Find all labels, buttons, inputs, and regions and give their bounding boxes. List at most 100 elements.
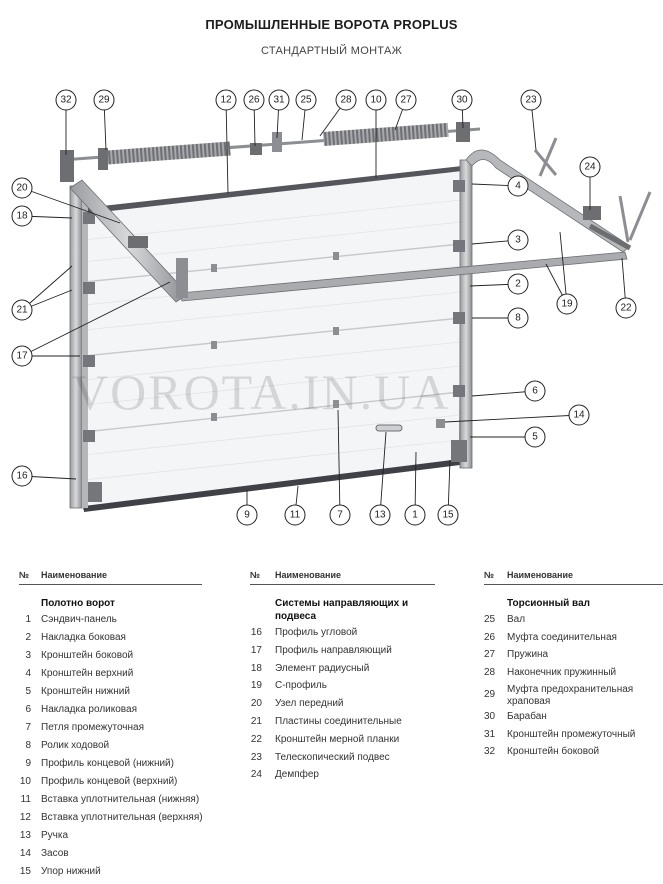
page-subtitle: СТАНДАРТНЫЙ МОНТАЖ <box>260 45 403 57</box>
callout-1: 1 <box>404 504 426 526</box>
callout-16: 16 <box>11 465 33 487</box>
item-name: Узел передний <box>275 698 344 710</box>
callout-circle <box>335 89 357 111</box>
callout-circle <box>451 89 473 111</box>
callout-leader <box>337 409 341 516</box>
item-name: Петля промежуточная <box>41 722 144 733</box>
item-number: 2 <box>25 632 31 643</box>
callout-30: 30 <box>451 89 473 111</box>
callout-number: 29 <box>98 95 110 106</box>
callout-circle <box>295 89 317 111</box>
item-number: 7 <box>25 722 31 733</box>
item-number: 17 <box>250 644 262 656</box>
callout-number: 2 <box>515 279 521 290</box>
callout-number: 5 <box>532 432 538 443</box>
item-number: 4 <box>25 668 31 679</box>
callout-leader <box>225 99 229 194</box>
callout-circle <box>524 426 546 448</box>
callout-number: 27 <box>400 95 412 106</box>
callout-number: 18 <box>16 211 28 222</box>
table-row: 16 Профиль угловой <box>250 627 435 645</box>
item-number: 10 <box>19 776 31 787</box>
item-number: 20 <box>250 698 262 710</box>
callout-number: 6 <box>532 386 538 397</box>
callout-number: 22 <box>620 303 632 314</box>
section-title: Системы направляющих и подвеса <box>275 598 409 622</box>
callout-number: 11 <box>290 510 301 521</box>
callout-number: 17 <box>16 351 28 362</box>
callout-circle <box>329 504 351 526</box>
item-name: Муфта предохранительная храповая <box>507 684 634 708</box>
header-num: № <box>484 570 495 580</box>
callout-number: 23 <box>525 95 537 106</box>
item-number: 29 <box>484 689 496 701</box>
callout-leader <box>471 390 536 397</box>
item-name: Накладка боковая <box>41 632 126 643</box>
callout-circle <box>395 89 417 111</box>
item-name: Вал <box>507 614 526 625</box>
item-name: Ролик ходовой <box>41 740 110 751</box>
item-name: Вставка уплотнительная (нижняя) <box>41 794 200 805</box>
item-number: 23 <box>250 751 262 763</box>
callout-circle <box>437 504 459 526</box>
callout-leader <box>444 414 580 423</box>
table-row: 25 Вал <box>484 614 663 632</box>
item-name: Профиль концевой (нижний) <box>41 758 174 769</box>
item-name: Кронштейн боковой <box>507 746 600 758</box>
item-name: Профиль угловой <box>275 627 358 638</box>
item-number: 12 <box>19 812 31 823</box>
callout-number: 31 <box>273 95 285 106</box>
callout-number: 30 <box>456 95 468 106</box>
table-row: 4 Кронштейн верхний <box>19 668 202 686</box>
callout-7: 7 <box>329 504 351 526</box>
callout-number: 13 <box>374 510 386 521</box>
callout-29: 29 <box>93 89 115 111</box>
callout-3: 3 <box>507 229 529 251</box>
callout-25: 25 <box>295 89 317 111</box>
item-number: 32 <box>484 746 496 758</box>
callout-circle <box>369 504 391 526</box>
callout-circle <box>615 297 637 319</box>
table-row: 30 Барабан <box>484 711 663 729</box>
callout-2: 2 <box>507 273 529 295</box>
table-column-guides: № Наименование Системы направляющих и по… <box>250 568 435 787</box>
item-number: 25 <box>484 614 496 625</box>
callout-22: 22 <box>615 297 637 319</box>
table-header: № Наименование <box>250 568 435 585</box>
bolt-lock <box>436 419 445 428</box>
item-number: 3 <box>25 650 31 661</box>
item-name: Демпфер <box>275 769 319 781</box>
callout-circle <box>11 299 33 321</box>
item-number: 30 <box>484 710 496 722</box>
callout-23: 23 <box>520 89 542 111</box>
header-name: Наименование <box>275 570 342 580</box>
callout-circle <box>507 175 529 197</box>
right-guide <box>451 159 473 469</box>
item-number: 5 <box>25 686 31 697</box>
item-number: 31 <box>484 728 496 740</box>
item-name: Кронштейн верхний <box>41 668 134 679</box>
callout-number: 8 <box>515 313 521 324</box>
callout-circle <box>284 504 306 526</box>
item-name: Барабан <box>507 710 547 722</box>
item-name: Упор нижний <box>41 866 101 877</box>
callout-number: 25 <box>300 95 312 106</box>
item-number: 28 <box>484 666 496 678</box>
callout-circle <box>11 465 33 487</box>
item-number: 16 <box>250 627 262 638</box>
item-number: 22 <box>250 733 262 745</box>
callout-24: 24 <box>579 156 601 178</box>
callout-number: 12 <box>220 95 232 106</box>
callout-13: 13 <box>369 504 391 526</box>
